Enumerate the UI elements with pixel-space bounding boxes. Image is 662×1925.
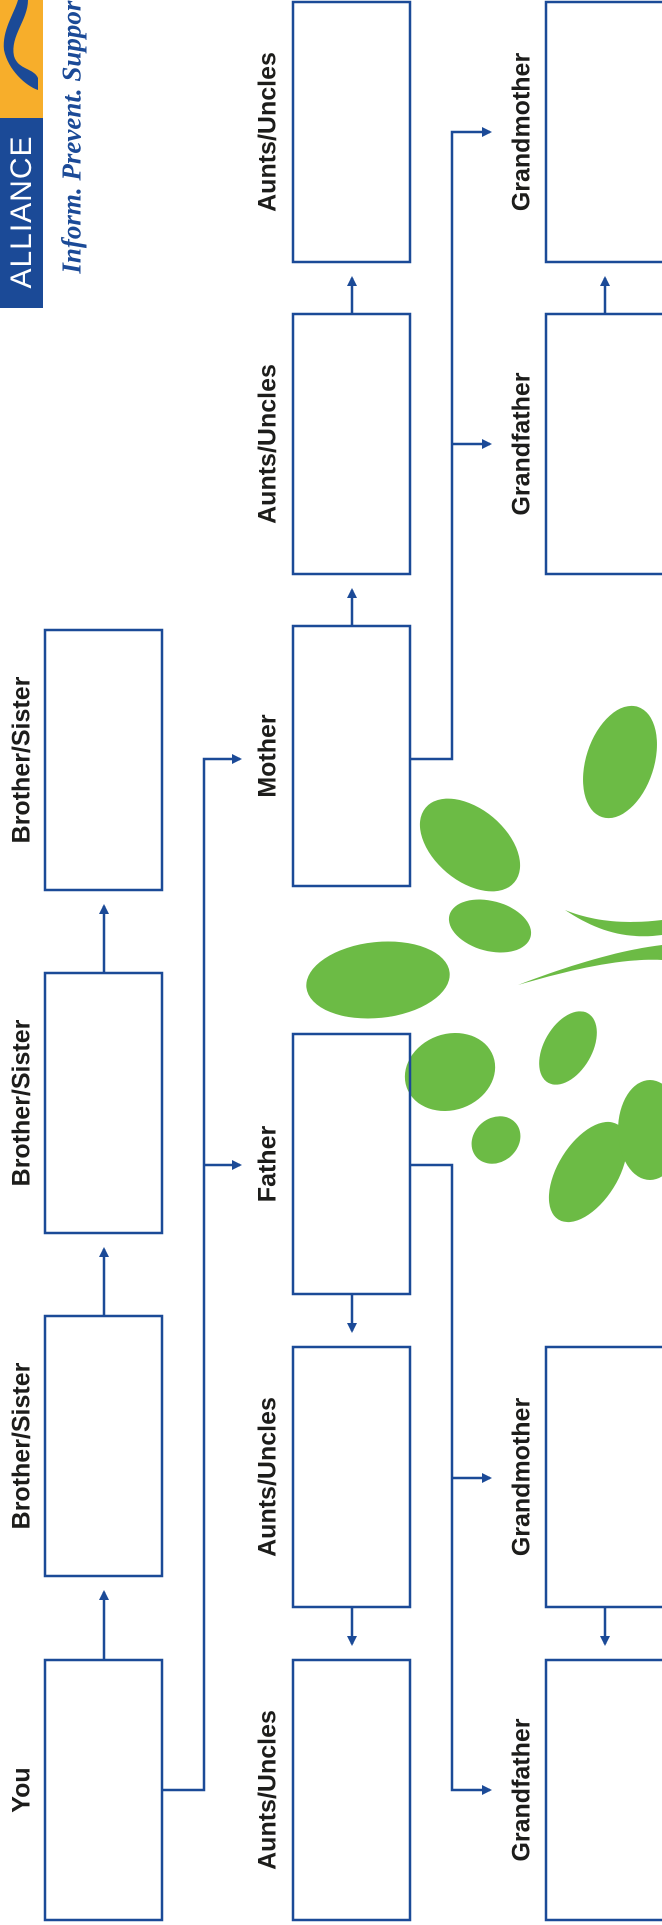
alliance-logo	[0, 0, 43, 308]
father-aunts-uncles-label-2: Aunts/Uncles	[253, 1710, 282, 1870]
father-aunts-uncles-box-1[interactable]	[291, 1345, 412, 1609]
logo-emblem-icon	[3, 0, 38, 90]
sibling-box-2[interactable]	[43, 971, 164, 1235]
mother-label: Mother	[253, 714, 282, 798]
sibling-label-2: Brother/Sister	[7, 1019, 36, 1187]
father-box[interactable]	[291, 1032, 412, 1296]
paternal-grandmother-box[interactable]	[544, 1345, 662, 1609]
sibling-box-1[interactable]	[43, 1314, 164, 1578]
leaf-decoration	[306, 705, 662, 1223]
paternal-grandmother-label: Grandmother	[507, 1397, 536, 1557]
you-box[interactable]	[43, 1658, 164, 1922]
sibling-box-3[interactable]	[43, 628, 164, 892]
mother-aunts-uncles-box-1[interactable]	[291, 312, 412, 576]
mother-box[interactable]	[291, 624, 412, 888]
maternal-grandfather-box[interactable]	[544, 312, 662, 576]
paternal-grandfather-box[interactable]	[544, 1658, 662, 1922]
mother-aunts-uncles-box-2[interactable]	[291, 0, 412, 264]
sibling-label-1: Brother/Sister	[7, 1362, 36, 1530]
father-aunts-uncles-box-2[interactable]	[291, 1658, 412, 1922]
father-label: Father	[253, 1125, 282, 1203]
connector-lines	[99, 127, 610, 1795]
mother-aunts-uncles-label-2: Aunts/Uncles	[253, 52, 282, 212]
maternal-grandmother-box[interactable]	[544, 0, 662, 264]
maternal-grandfather-label: Grandfather	[507, 372, 536, 516]
father-aunts-uncles-label-1: Aunts/Uncles	[253, 1397, 282, 1557]
paternal-grandfather-label: Grandfather	[507, 1718, 536, 1862]
sibling-label-3: Brother/Sister	[7, 676, 36, 844]
mother-aunts-uncles-label-1: Aunts/Uncles	[253, 364, 282, 524]
logo-tagline: Inform. Prevent. Support.	[56, 0, 87, 274]
logo-org-text: ALLIANCE	[5, 135, 38, 289]
maternal-grandmother-label: Grandmother	[507, 52, 536, 212]
you-label: You	[7, 1767, 36, 1813]
